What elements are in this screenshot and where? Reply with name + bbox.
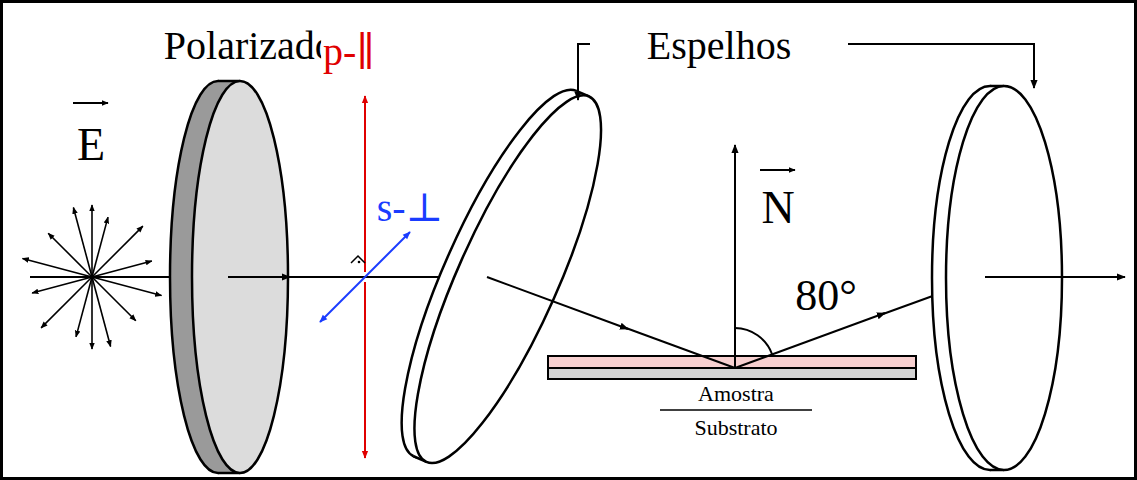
component-label: Espelhos xyxy=(647,26,791,66)
field-vector xyxy=(32,277,92,293)
normal-vector xyxy=(734,145,736,368)
light-beam xyxy=(228,276,290,278)
field-vector xyxy=(41,277,92,328)
p-vector xyxy=(364,96,366,272)
angle-label: 80° xyxy=(795,274,857,318)
s-vector xyxy=(320,277,365,322)
right-angle-mark xyxy=(351,256,365,263)
leader-line xyxy=(578,44,590,100)
right-angle-dot xyxy=(358,261,361,264)
field-vector xyxy=(73,208,92,278)
light-beam xyxy=(985,276,1125,278)
polarization-label: p-∥ xyxy=(321,32,377,72)
mirror xyxy=(368,70,635,480)
field-vector xyxy=(91,205,93,277)
vector-symbol: N xyxy=(761,185,794,231)
vector-arrow xyxy=(73,102,108,104)
light-beam xyxy=(487,277,628,329)
layer-label: Substrato xyxy=(694,417,777,439)
field-vector xyxy=(92,226,143,277)
vector-symbol: E xyxy=(77,122,105,168)
layer-label: Amostra xyxy=(698,383,774,405)
leader-line xyxy=(848,44,1034,88)
p-vector xyxy=(364,282,366,458)
light-beam xyxy=(735,313,885,368)
angle-arc xyxy=(735,328,772,354)
polarization-label: s-⊥ xyxy=(375,188,446,228)
vector-arrow xyxy=(760,169,795,171)
substrate xyxy=(548,368,916,379)
fraction-line xyxy=(660,409,812,411)
s-vector xyxy=(365,232,410,277)
light-beam xyxy=(626,328,735,368)
field-vector xyxy=(92,261,152,277)
field-vector xyxy=(91,277,93,349)
field-vector xyxy=(92,277,111,347)
